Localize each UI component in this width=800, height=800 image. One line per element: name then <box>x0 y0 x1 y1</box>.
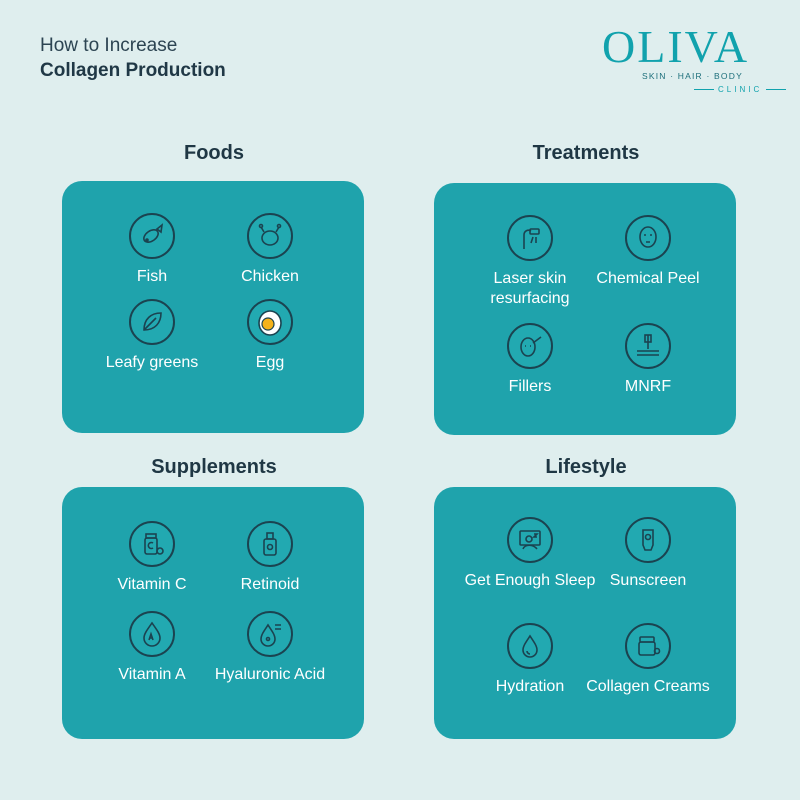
retinoid-bottle-icon <box>247 521 293 567</box>
oliva-logo: OLIVA SKIN · HAIR · BODY CLINIC <box>600 22 770 100</box>
item-laser: Laser skin resurfacing <box>460 215 600 309</box>
item-label: Laser skin resurfacing <box>490 270 570 307</box>
panel-lifestyle: Get Enough Sleep Sunscreen Hydration Col… <box>434 487 736 739</box>
item-vitamin-a: Vitamin A <box>82 611 222 685</box>
fish-icon <box>129 213 175 259</box>
panel-foods: Fish Chicken Leafy greens Egg <box>62 181 364 433</box>
item-label: Egg <box>255 354 285 371</box>
item-label: Chemical Peel <box>596 270 700 287</box>
sleep-icon <box>507 517 553 563</box>
item-label: Fish <box>136 268 168 285</box>
face-injection-icon <box>507 323 553 369</box>
item-label: Get Enough Sleep <box>464 572 596 589</box>
item-egg: Egg <box>200 299 340 373</box>
item-label: Hydration <box>495 678 565 695</box>
egg-icon <box>247 299 293 345</box>
section-title-supplements: Supplements <box>151 456 277 478</box>
item-chemical-peel: Chemical Peel <box>578 215 718 289</box>
panel-supplements: Vitamin C Retinoid Vitamin A Hyaluronic … <box>62 487 364 739</box>
item-fish: Fish <box>82 213 222 287</box>
vitamin-c-bottle-icon <box>129 521 175 567</box>
item-sleep: Get Enough Sleep <box>460 517 600 591</box>
water-drop-icon <box>507 623 553 669</box>
item-mnrf: MNRF <box>578 323 718 397</box>
section-title-treatments: Treatments <box>532 142 640 164</box>
item-leafy-greens: Leafy greens <box>82 299 222 373</box>
sunscreen-tube-icon <box>625 517 671 563</box>
logo-clinic: CLINIC <box>690 85 790 95</box>
item-label: Vitamin C <box>117 576 187 593</box>
logo-word: OLIVA <box>602 21 750 72</box>
item-sunscreen: Sunscreen <box>578 517 718 591</box>
item-label: Retinoid <box>240 576 300 593</box>
chicken-icon <box>247 213 293 259</box>
item-collagen-creams: Collagen Creams <box>578 623 718 697</box>
leaf-icon <box>129 299 175 345</box>
item-chicken: Chicken <box>200 213 340 287</box>
panel-treatments: Laser skin resurfacing Chemical Peel Fil… <box>434 183 736 435</box>
item-label: Sunscreen <box>609 572 687 589</box>
item-label: Chicken <box>241 268 299 285</box>
hyaluronic-drop-icon <box>247 611 293 657</box>
face-mask-icon <box>625 215 671 261</box>
item-label: Hyaluronic Acid <box>214 666 326 683</box>
item-label: Leafy greens <box>105 354 199 371</box>
section-title-lifestyle: Lifestyle <box>545 456 627 478</box>
page-title: How to Increase Collagen Production <box>40 34 226 84</box>
item-label: Collagen Creams <box>586 678 710 695</box>
vitamin-a-drop-icon <box>129 611 175 657</box>
item-hydration: Hydration <box>460 623 600 697</box>
title-line-1: How to Increase <box>40 35 178 56</box>
title-line-2: Collagen Production <box>40 60 226 81</box>
section-title-foods: Foods <box>184 142 244 164</box>
item-label: Fillers <box>508 378 552 395</box>
item-label: Vitamin A <box>118 666 186 683</box>
item-retinoid: Retinoid <box>200 521 340 595</box>
laser-icon <box>507 215 553 261</box>
cream-jar-icon <box>625 623 671 669</box>
logo-tagline: SKIN · HAIR · BODY <box>642 71 743 81</box>
skin-needle-icon <box>625 323 671 369</box>
item-hyaluronic-acid: Hyaluronic Acid <box>200 611 340 685</box>
item-vitamin-c: Vitamin C <box>82 521 222 595</box>
item-fillers: Fillers <box>460 323 600 397</box>
item-label: MNRF <box>624 378 672 395</box>
